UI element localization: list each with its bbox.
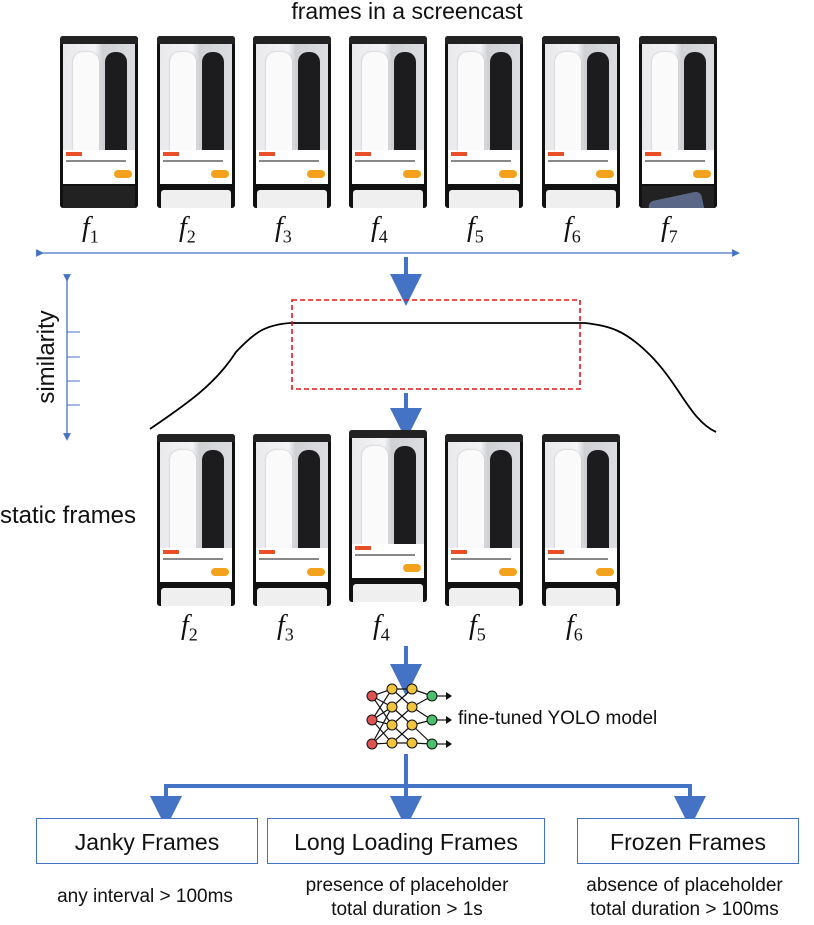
placeholder-image-icon <box>257 588 327 606</box>
long-loading-frames-box: Long Loading Frames <box>267 818 545 864</box>
model-label: fine-tuned YOLO model <box>458 708 658 729</box>
frame-index: 5 <box>476 624 486 645</box>
top-frame-5 <box>445 36 523 208</box>
long-loading-note-line-2: total duration > 1s <box>331 899 483 920</box>
frame-index: 5 <box>474 226 484 247</box>
frame-index: 4 <box>380 624 390 645</box>
diagram-title: frames in a screencast <box>291 0 523 24</box>
frozen-note-line-1: absence of placeholder <box>586 875 783 896</box>
static-frame-4 <box>445 434 523 606</box>
placeholder-image-icon <box>449 190 519 208</box>
placeholder-image-icon <box>161 190 231 208</box>
top-frame-label-7: f7 <box>661 212 678 248</box>
top-frame-4 <box>349 36 427 208</box>
static-frame-2 <box>253 434 331 606</box>
static-frame-label-1: f2 <box>181 610 198 646</box>
frozen-frames-box: Frozen Frames <box>577 818 799 864</box>
frame-letter: f <box>371 212 379 243</box>
janky-frames-note: any interval > 100ms <box>10 885 280 909</box>
janky-frames-box: Janky Frames <box>36 818 258 864</box>
static-frame-label-5: f6 <box>566 610 583 646</box>
placeholder-image-icon <box>353 190 423 208</box>
static-frame-label-2: f3 <box>277 610 294 646</box>
frame-index: 6 <box>573 624 583 645</box>
frame-letter: f <box>277 610 285 641</box>
frame-letter: f <box>275 212 283 243</box>
frame-letter: f <box>82 212 90 243</box>
top-frame-label-2: f2 <box>179 212 196 248</box>
top-frame-7 <box>639 36 717 208</box>
top-frame-label-1: f1 <box>82 212 99 248</box>
top-frame-6 <box>542 36 620 208</box>
frame-index: 3 <box>282 226 292 247</box>
long-loading-frames-note: presence of placeholder total duration >… <box>262 874 552 922</box>
similarity-curve <box>149 322 717 433</box>
janky-note-line-1: any interval > 100ms <box>57 886 233 907</box>
frame-index: 1 <box>89 226 99 247</box>
frame-letter: f <box>373 610 381 641</box>
top-frame-label-6: f6 <box>564 212 581 248</box>
static-frame-3 <box>349 430 427 602</box>
frame-letter: f <box>181 610 189 641</box>
frozen-frames-note: absence of placeholder total duration > … <box>555 874 814 922</box>
placeholder-image-icon <box>353 584 423 602</box>
frame-index: 3 <box>284 624 294 645</box>
placeholder-image-icon <box>546 190 616 208</box>
top-frame-label-4: f4 <box>371 212 388 248</box>
frame-index: 6 <box>571 226 581 247</box>
static-frames-label: static frames <box>0 502 137 529</box>
frame-letter: f <box>467 212 475 243</box>
long-loading-note-line-1: presence of placeholder <box>305 875 509 896</box>
frame-letter: f <box>661 212 669 243</box>
placeholder-image-icon <box>546 588 616 606</box>
top-frame-1 <box>60 36 138 208</box>
static-frame-label-3: f4 <box>373 610 390 646</box>
static-frame-5 <box>542 434 620 606</box>
frame-index: 7 <box>668 226 678 247</box>
static-frame-label-4: f5 <box>469 610 486 646</box>
frame-index: 2 <box>186 226 196 247</box>
top-frame-label-5: f5 <box>467 212 484 248</box>
placeholder-image-icon <box>161 588 231 606</box>
placeholder-image-icon <box>257 190 327 208</box>
top-frame-3 <box>253 36 331 208</box>
frame-letter: f <box>564 212 572 243</box>
static-region-highlight <box>291 299 581 390</box>
static-frame-1 <box>157 434 235 606</box>
placeholder-image-icon <box>449 588 519 606</box>
frame-index: 2 <box>188 624 198 645</box>
frame-letter: f <box>469 610 477 641</box>
frozen-note-line-2: total duration > 100ms <box>590 899 779 920</box>
top-frame-label-3: f3 <box>275 212 292 248</box>
frame-letter: f <box>566 610 574 641</box>
frame-letter: f <box>179 212 187 243</box>
similarity-label: similarity <box>33 310 60 404</box>
frame-index: 4 <box>378 226 388 247</box>
top-frame-2 <box>157 36 235 208</box>
neural-network-icon <box>366 683 452 750</box>
